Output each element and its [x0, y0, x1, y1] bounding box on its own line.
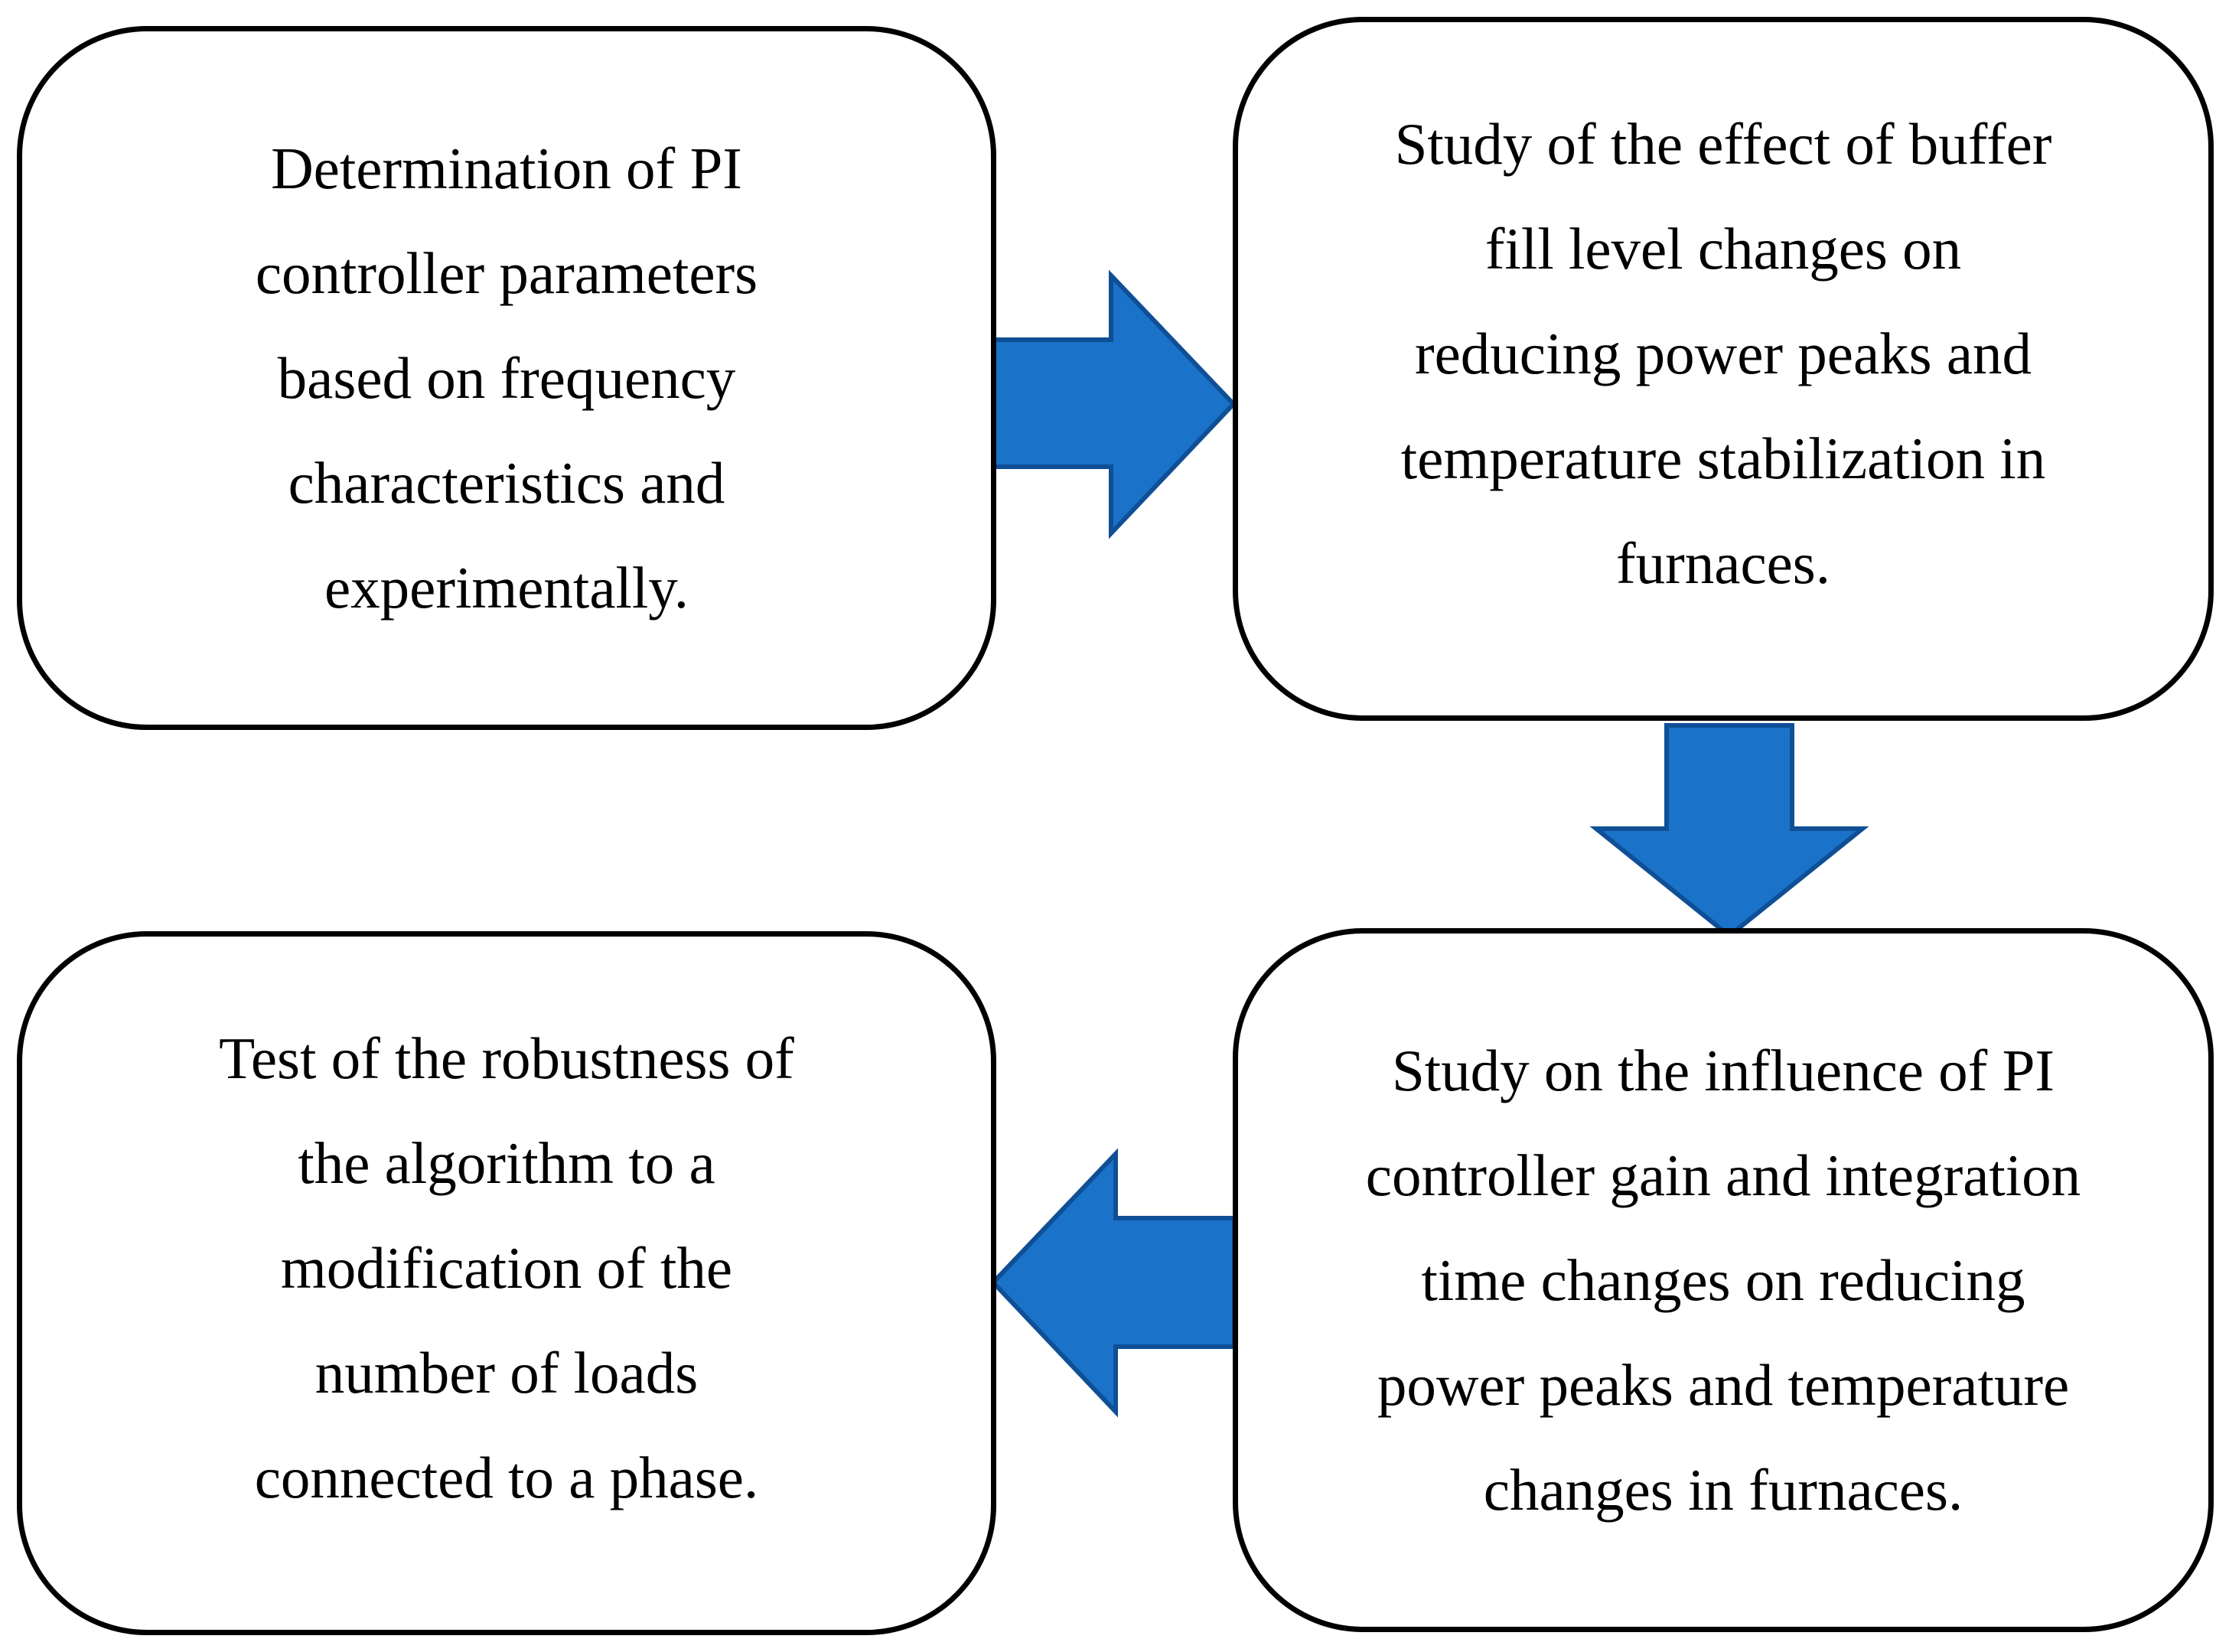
step-box-4: Test of the robustness of the algorithm …: [17, 931, 996, 1635]
step-2-text: Study of the effect of buffer fill level…: [1394, 110, 2052, 596]
step-box-3: Study on the influence of PI controller …: [1233, 928, 2214, 1632]
arrow-left-icon: [989, 1148, 1237, 1418]
step-box-2: Study of the effect of buffer fill level…: [1233, 17, 2214, 721]
step-box-1: Determination of PI controller parameter…: [17, 26, 996, 730]
step-3-text: Study on the influence of PI controller …: [1365, 1037, 2081, 1523]
arrow-right-icon: [991, 269, 1237, 539]
step-1-text: Determination of PI controller parameter…: [255, 135, 758, 621]
arrow-down-icon: [1589, 723, 1869, 939]
step-4-text: Test of the robustness of the algorithm …: [219, 1025, 794, 1510]
